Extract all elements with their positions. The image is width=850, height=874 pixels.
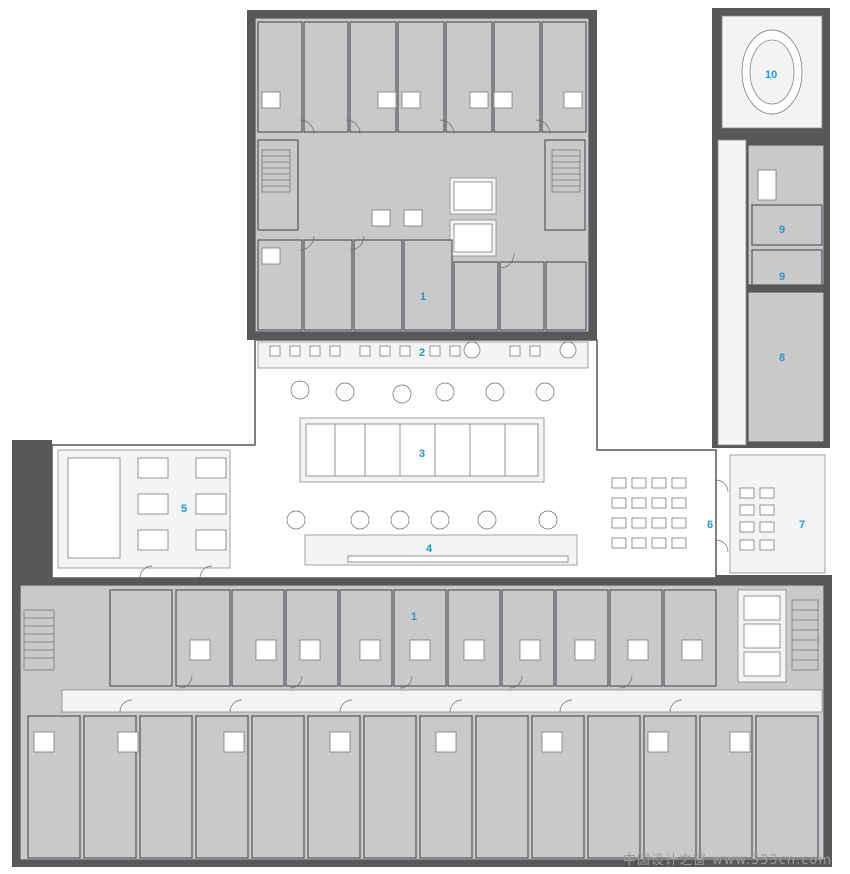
label-4: 4 xyxy=(426,543,433,555)
label-7: 7 xyxy=(799,519,805,531)
south-wing-rooms xyxy=(19,584,825,861)
north-tower-rooms xyxy=(254,17,590,333)
label-1-north: 1 xyxy=(420,291,426,303)
watermark-text: 中国设计之窗 www.333cn.com xyxy=(622,853,832,868)
label-10: 10 xyxy=(765,69,777,81)
label-9-upper: 9 xyxy=(779,224,785,236)
label-2: 2 xyxy=(419,347,425,359)
label-5: 5 xyxy=(181,503,187,515)
label-8: 8 xyxy=(779,352,785,364)
public-zone xyxy=(51,339,826,579)
room-labels: 1 2 3 4 5 6 7 8 9 9 10 1 xyxy=(181,69,805,623)
east-tower xyxy=(717,15,825,446)
label-1-south: 1 xyxy=(411,611,417,623)
label-6: 6 xyxy=(707,519,713,531)
label-9-lower: 9 xyxy=(779,271,785,283)
label-3: 3 xyxy=(419,448,425,460)
